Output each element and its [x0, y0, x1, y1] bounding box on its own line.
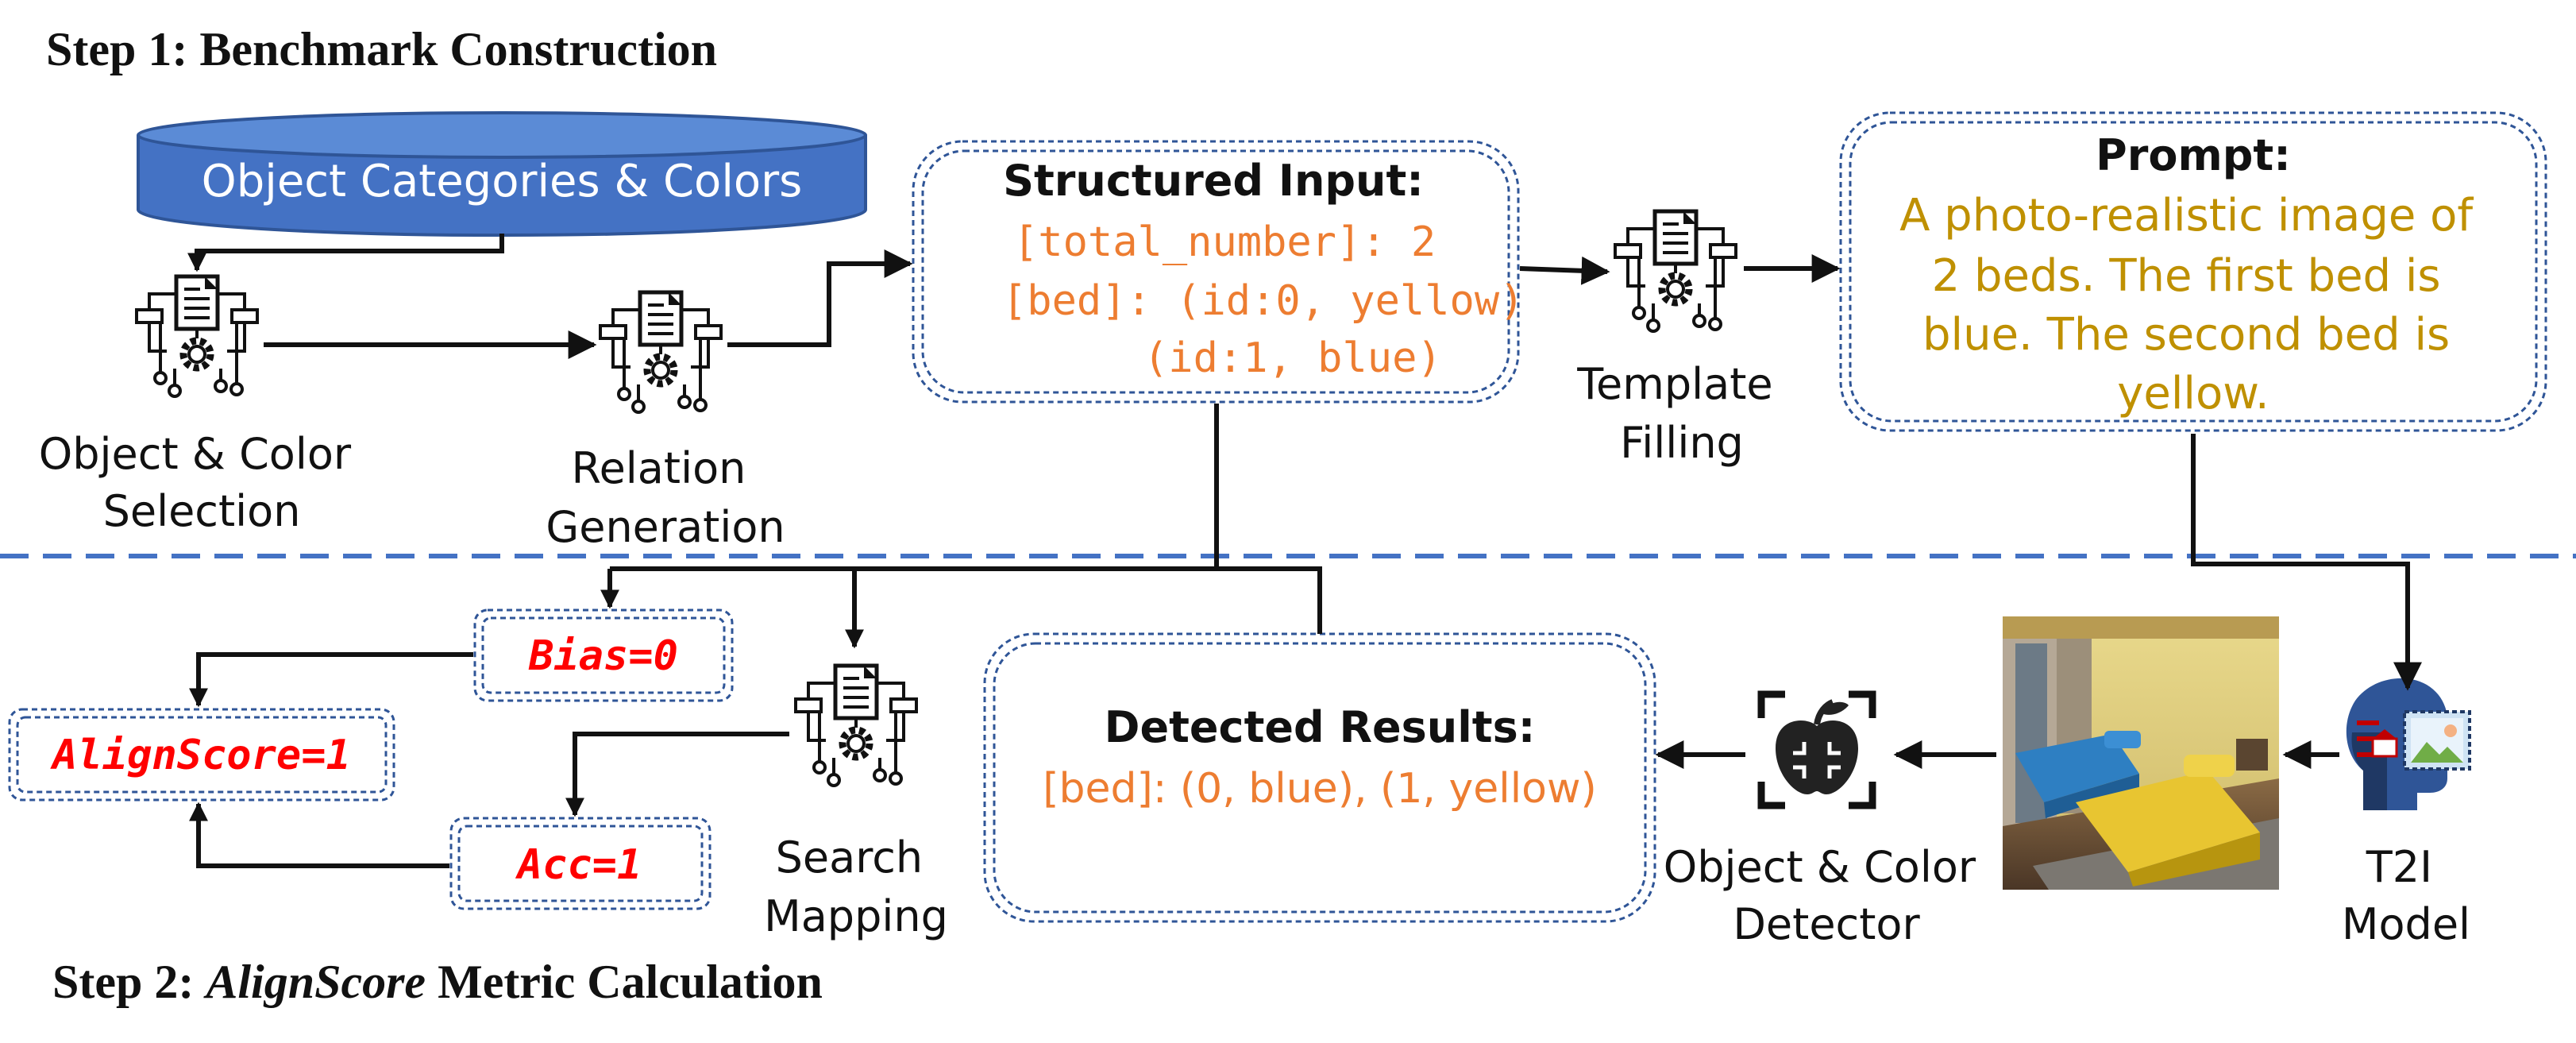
prompt-line-4: yellow.: [2117, 368, 2269, 419]
relation-generation-process-icon: [600, 292, 721, 412]
template-filling-process-icon: [1615, 211, 1736, 331]
detector-label: Object & Color Detector: [1664, 842, 1989, 949]
object-categories-database: Object Categories & Colors: [137, 111, 867, 238]
database-label: Object Categories & Colors: [202, 156, 803, 207]
step2-heading-prefix: Step 2:: [52, 956, 206, 1008]
head-with-picture-icon: [2346, 678, 2471, 810]
db-to-selection-arrow: [187, 234, 504, 272]
prompt-box: Prompt: A photo-realistic image of 2 bed…: [1839, 111, 2547, 432]
alignscore-box: AlignScore=1: [8, 708, 395, 802]
structured-input-box: Structured Input: [total_number]: 2 [bed…: [912, 140, 1524, 404]
detector-label-2: Detector: [1733, 899, 1920, 949]
relation-to-structured-arrow: [727, 249, 913, 347]
prompt-line-2: 2 beds. The first bed is: [1932, 250, 2441, 302]
acc-value: Acc=1: [515, 841, 642, 889]
bias-to-alignscore-arrow: [189, 652, 473, 708]
detected-results-title: Detected Results:: [1105, 702, 1536, 752]
template-filling-label-1: Template: [1576, 359, 1772, 409]
acc-box: Acc=1: [449, 817, 711, 910]
detected-results-line: [bed]: (0, blue), (1, yellow): [1043, 765, 1597, 813]
connectors: [187, 234, 2422, 868]
prompt-to-t2i-arrow: [2191, 434, 2422, 691]
detected-results-box: Detected Results: [bed]: (0, blue), (1, …: [983, 632, 1656, 923]
search-mapping-label-1: Search: [776, 832, 924, 883]
template-filling-label-2: Filling: [1620, 418, 1744, 468]
bias-box: Bias=0: [473, 608, 734, 702]
step2-heading-metric: AlignScore: [202, 956, 426, 1008]
structured-input-title: Structured Input:: [1003, 156, 1424, 206]
t2i-label: T2I Model: [2342, 842, 2470, 949]
structured-to-template-arrow: [1519, 256, 1610, 285]
object-selection-process-icon: [137, 276, 257, 396]
structured-line-bed-0: [bed]: (id:0, yellow): [1002, 277, 1524, 325]
prompt-line-1: A photo-realistic image of: [1899, 190, 2474, 241]
template-filling-label: Template Filling: [1576, 359, 1787, 468]
object-selection-label-2: Selection: [103, 486, 301, 536]
search-mapping-label: Search Mapping: [764, 832, 948, 941]
search-to-acc-arrow: [565, 732, 789, 817]
relation-generation-label-2: Generation: [546, 502, 785, 552]
structured-line-bed-1: (id:1, blue): [1143, 334, 1442, 382]
structured-line-total: [total_number]: 2: [1013, 218, 1436, 266]
bias-value: Bias=0: [528, 632, 678, 680]
relation-generation-label: Relation Generation: [546, 443, 785, 552]
alignscore-value: AlignScore=1: [50, 732, 351, 779]
generated-bedroom-image: [2003, 616, 2279, 890]
t2i-label-1: T2I: [2366, 842, 2432, 892]
detector-label-1: Object & Color: [1664, 842, 1976, 892]
t2i-label-2: Model: [2342, 899, 2470, 949]
search-mapping-process-icon: [796, 666, 916, 786]
step2-heading-suffix: Metric Calculation: [426, 956, 823, 1008]
search-mapping-label-2: Mapping: [764, 891, 948, 941]
prompt-text: A photo-realistic image of 2 beds. The f…: [1899, 190, 2487, 419]
acc-to-alignscore-arrow: [189, 802, 449, 868]
step1-heading: Step 1: Benchmark Construction: [46, 23, 717, 75]
object-selection-label-1: Object & Color: [39, 429, 352, 479]
relation-generation-label-1: Relation: [571, 443, 746, 493]
prompt-title: Prompt:: [2096, 130, 2291, 180]
prompt-line-3: blue. The second bed is: [1922, 309, 2450, 361]
step2-heading: Step 2: AlignScore Metric Calculation: [52, 956, 823, 1008]
apple-scan-icon: [1757, 690, 1876, 809]
object-selection-label: Object & Color Selection: [39, 429, 364, 536]
bus-line: [610, 566, 1322, 634]
